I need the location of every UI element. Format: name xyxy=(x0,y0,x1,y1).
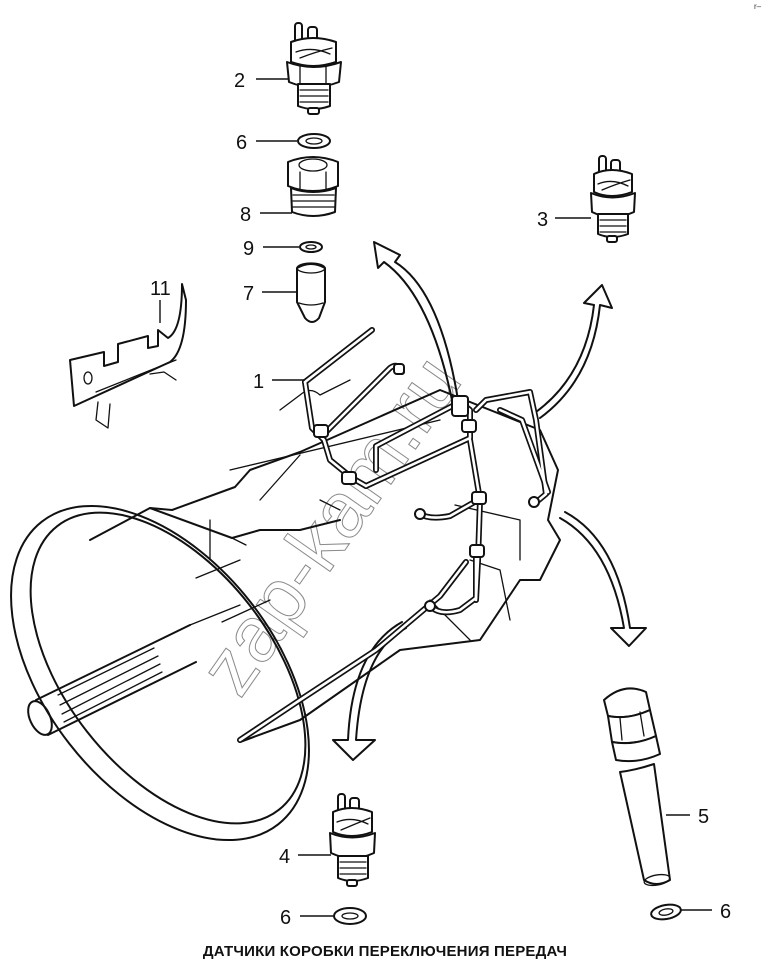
adapter-fitting[interactable] xyxy=(287,156,339,217)
washer-bottom-left[interactable] xyxy=(333,907,367,925)
corner-mark: r– xyxy=(754,2,762,11)
callout-2: 2 xyxy=(234,70,245,92)
sensor-top[interactable] xyxy=(286,22,342,115)
callout-6-bottom-right: 6 xyxy=(720,901,731,923)
arrow-up-right xyxy=(535,284,613,419)
arrow-down-left xyxy=(332,621,407,761)
plunger[interactable] xyxy=(296,262,326,323)
watermark-text: zap-kam.ru xyxy=(182,340,478,710)
callout-3: 3 xyxy=(537,209,548,231)
washer-top[interactable] xyxy=(297,133,331,149)
callout-4: 4 xyxy=(279,846,290,868)
arrow-up-left xyxy=(373,241,459,401)
callout-9: 9 xyxy=(243,238,254,260)
callout-8: 8 xyxy=(240,204,251,226)
small-washer[interactable] xyxy=(299,241,323,253)
transmission-housing xyxy=(10,379,561,842)
watermark: zap-kam.ru xyxy=(181,339,478,710)
pipe-assembly[interactable] xyxy=(237,327,551,743)
washer-bottom-right[interactable] xyxy=(650,903,682,922)
diagram-caption: ДАТЧИКИ КОРОБКИ ПЕРЕКЛЮЧЕНИЯ ПЕРЕДАЧ xyxy=(202,943,568,960)
callout-1: 1 xyxy=(253,371,264,393)
arrow-down-right xyxy=(559,511,647,647)
callout-5: 5 xyxy=(698,806,709,828)
speed-sensor[interactable] xyxy=(603,687,671,887)
callout-7: 7 xyxy=(243,283,254,305)
callout-6-bottom-left: 6 xyxy=(280,907,291,929)
callout-6-top: 6 xyxy=(236,132,247,154)
sensor-bottom[interactable] xyxy=(329,793,376,887)
bracket[interactable] xyxy=(69,283,187,429)
sensor-right[interactable] xyxy=(590,155,636,243)
callout-11: 11 xyxy=(150,278,171,300)
